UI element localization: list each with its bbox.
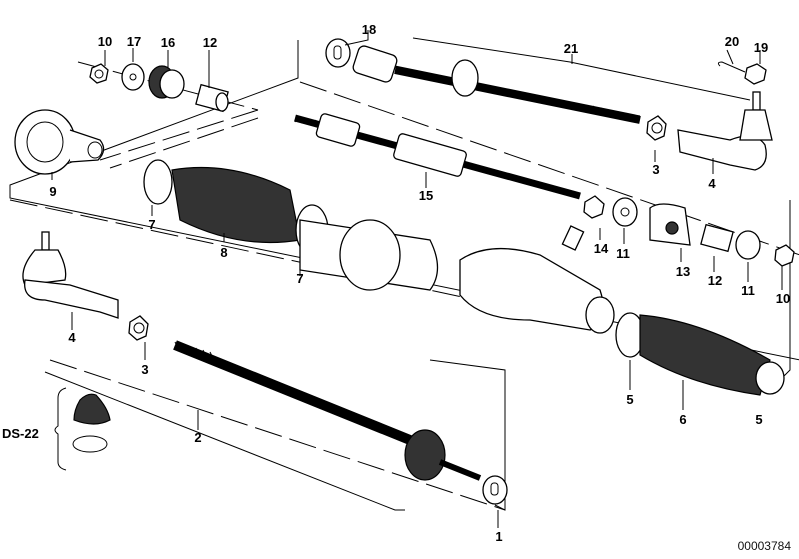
part-nut-3-left bbox=[128, 315, 149, 341]
callout-4: 4 bbox=[708, 176, 716, 191]
part-tie-rod-end-4-top bbox=[677, 91, 773, 171]
callout-21: 21 bbox=[564, 41, 578, 56]
part-tie-rod-end-4-left bbox=[22, 231, 119, 319]
callout-18: 18 bbox=[362, 22, 376, 37]
callout-3: 3 bbox=[652, 162, 659, 177]
part-nut-3-top bbox=[646, 115, 667, 141]
callout-14: 14 bbox=[594, 241, 609, 256]
callout-17: 17 bbox=[127, 34, 141, 49]
callout-2: 2 bbox=[194, 430, 201, 445]
callout-16: 16 bbox=[161, 35, 175, 50]
part-boot-6 bbox=[615, 312, 785, 396]
part-housing-9 bbox=[14, 109, 105, 175]
callout-20: 20 bbox=[725, 34, 739, 49]
part-bushing-16 bbox=[148, 65, 185, 99]
part-steering-gear bbox=[459, 225, 615, 334]
part-rack-housing bbox=[299, 219, 439, 291]
callout-7: 7 bbox=[148, 217, 155, 232]
part-nut-14 bbox=[583, 195, 605, 219]
callout-5: 5 bbox=[626, 392, 633, 407]
callout-ds22: DS-22 bbox=[2, 426, 39, 441]
callout-10: 10 bbox=[776, 291, 790, 306]
part-ring-7-left bbox=[143, 159, 173, 205]
part-boot-8 bbox=[171, 166, 301, 244]
part-mount-13 bbox=[649, 203, 691, 246]
part-nut-10-right bbox=[774, 244, 795, 267]
callout-12: 12 bbox=[708, 273, 722, 288]
part-castle-nut-19 bbox=[744, 63, 767, 85]
callout-leaders bbox=[51, 30, 783, 528]
callout-12: 12 bbox=[203, 35, 217, 50]
part-sleeve-12-right bbox=[700, 223, 734, 253]
part-ds22-boot bbox=[54, 387, 111, 471]
callout-4: 4 bbox=[68, 330, 76, 345]
callout-13: 13 bbox=[676, 264, 690, 279]
callout-5: 5 bbox=[755, 412, 762, 427]
part-cotter-pin-20 bbox=[717, 61, 746, 73]
callout-11: 11 bbox=[616, 246, 630, 261]
part-tie-rod-assembly-21 bbox=[352, 45, 641, 124]
part-lock-plate-1 bbox=[482, 475, 508, 505]
callout-11: 11 bbox=[741, 283, 755, 298]
callout-8: 8 bbox=[220, 245, 227, 260]
part-washer-11-b bbox=[735, 230, 761, 260]
part-washer-17 bbox=[121, 63, 145, 91]
callout-7: 7 bbox=[296, 271, 303, 286]
part-inner-tie-rod-2 bbox=[173, 340, 482, 481]
callout-9: 9 bbox=[49, 184, 56, 199]
part-lock-plate-18 bbox=[325, 38, 351, 68]
callout-6: 6 bbox=[679, 412, 686, 427]
callout-10: 10 bbox=[98, 34, 112, 49]
callout-19: 19 bbox=[754, 40, 768, 55]
part-rack-15 bbox=[294, 113, 581, 200]
reference-number: 00003784 bbox=[737, 539, 791, 553]
part-sleeve-12-top bbox=[195, 83, 229, 113]
assembly-lines bbox=[9, 37, 799, 511]
callout-labels: 10 17 16 12 18 21 20 19 9 3 4 15 7 8 7 1… bbox=[2, 22, 790, 544]
callout-15: 15 bbox=[419, 188, 433, 203]
part-washer-11-a bbox=[612, 197, 638, 227]
callout-1: 1 bbox=[495, 529, 502, 544]
part-nut-10-top bbox=[89, 63, 109, 84]
callout-3: 3 bbox=[141, 362, 148, 377]
